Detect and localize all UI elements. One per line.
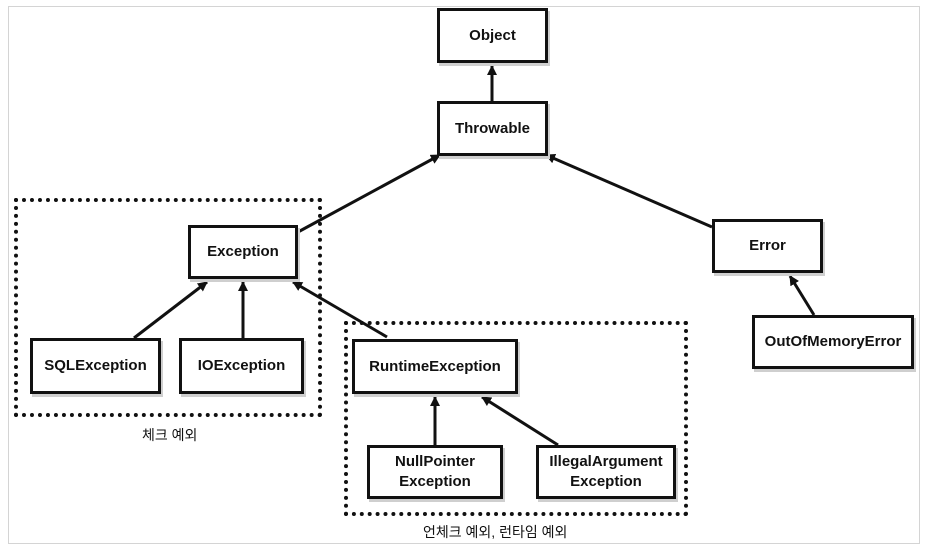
node-illegal-argument-exception: IllegalArgument Exception	[536, 445, 676, 499]
checked-exceptions-label: 체크 예외	[142, 427, 198, 443]
edge-error-to-throwable	[545, 153, 713, 229]
node-out-of-memory-error: OutOfMemoryError	[752, 315, 914, 369]
edge-runtime-exception-to-exception	[292, 280, 388, 339]
node-io-exception: IOException	[179, 338, 304, 394]
unchecked-exceptions-label: 언체크 예외, 런타임 예외	[423, 524, 568, 540]
diagram-frame	[8, 6, 920, 544]
checked-exceptions-group	[14, 198, 322, 417]
edge-sql-exception-to-exception	[133, 280, 208, 340]
edge-illegal-argument-exception-to-runtime-exception	[481, 395, 559, 447]
node-exception: Exception	[188, 225, 298, 279]
edge-out-of-memory-error-to-error	[788, 275, 816, 316]
node-throwable: Throwable	[437, 101, 548, 156]
unchecked-exceptions-group	[344, 321, 688, 516]
node-error: Error	[712, 219, 823, 273]
node-sql-exception: SQLException	[30, 338, 161, 394]
node-null-pointer-exception: NullPointer Exception	[367, 445, 503, 499]
node-object: Object	[437, 8, 548, 63]
node-runtime-exception: RuntimeException	[352, 339, 518, 394]
